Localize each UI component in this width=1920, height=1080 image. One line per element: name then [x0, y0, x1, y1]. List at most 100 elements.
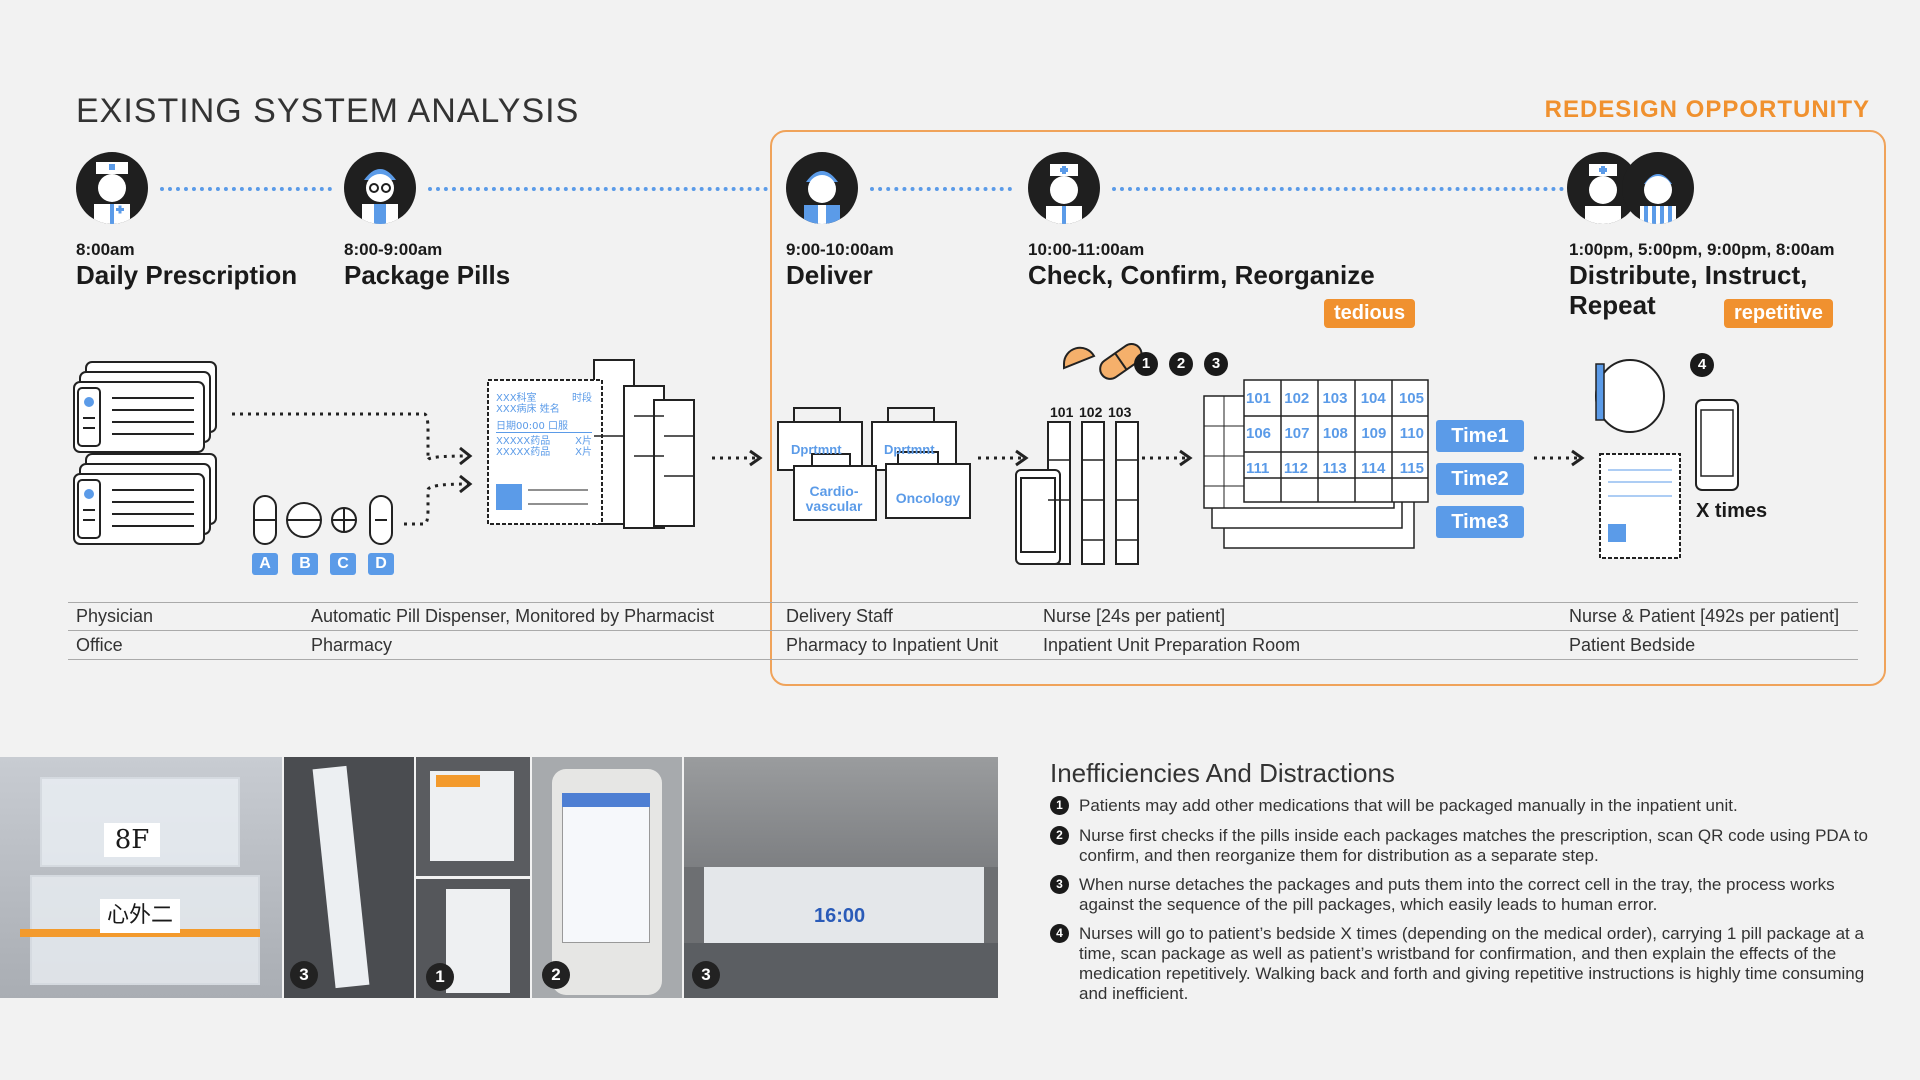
place-label: Office [76, 635, 123, 655]
flow-arrow [1142, 449, 1193, 467]
pills-illustration [253, 495, 393, 545]
tray-room: 112 [1283, 460, 1309, 477]
pda-and-strips-illustration [1015, 421, 1139, 565]
box-label: 心外二 [100, 899, 180, 933]
number-badge: 3 [1050, 875, 1069, 894]
package-date: 日期00:00 口服 [496, 421, 592, 433]
pill-letter: D [368, 553, 394, 575]
room-number: 103 [1108, 404, 1132, 420]
number-badge: 4 [1690, 353, 1714, 377]
package-time: 时段 [572, 393, 592, 404]
flow-arrow [978, 449, 1029, 467]
step-time: 8:00-9:00am [344, 240, 443, 259]
tray-room: 105 [1398, 390, 1424, 407]
step-time: 8:00am [76, 240, 135, 259]
photo-pill-package-detached: 1 [416, 879, 530, 998]
tray-room: 115 [1399, 460, 1424, 477]
package-dept: XXX科室 [496, 393, 537, 404]
number-badge: 3 [1204, 352, 1228, 376]
tray-room: 101 [1246, 390, 1272, 407]
package-qty: X片 [575, 447, 592, 458]
nurse-avatar-icon [1028, 152, 1100, 224]
step-name: Repeat [1569, 290, 1656, 320]
step-name: Distribute, Instruct, [1569, 260, 1808, 290]
box-label: 8F [104, 823, 160, 857]
patient-avatar-icon [1622, 152, 1694, 224]
inefficiency-item: 3 When nurse detaches the packages and p… [1050, 875, 1890, 915]
flow-arrows [232, 412, 473, 526]
step-name: Deliver [786, 260, 873, 290]
package-drug: XXXXX药品 [496, 447, 551, 458]
number-badge: 1 [1134, 352, 1158, 376]
place-label: Pharmacy to Inpatient Unit [786, 635, 999, 655]
room-number: 101 [1050, 404, 1074, 420]
phone-icon [1695, 399, 1739, 491]
inefficiency-text: Nurses will go to patient’s bedside X ti… [1079, 924, 1865, 1003]
role-label: Automatic Pill Dispenser, Monitored by P… [311, 606, 715, 626]
number-badge: 2 [1169, 352, 1193, 376]
timeline-connector [1112, 187, 1564, 191]
tray-room: 102 [1284, 390, 1310, 407]
role-label: Nurse [24s per patient] [1043, 606, 1226, 626]
package-drug: XXXXX药品 [496, 436, 551, 447]
bag-label: Dprtmnt [884, 442, 935, 457]
inefficiencies-title: Inefficiencies And Distractions [1050, 758, 1395, 788]
tray-time-label: 16:00 [814, 905, 866, 927]
pill-letter: C [330, 553, 356, 575]
photo-pill-strip: 3 [284, 757, 414, 998]
package-patient: XXX病床 姓名 [496, 404, 560, 415]
bag-label: Dprtmnt [791, 442, 842, 457]
repetitive-tag: repetitive [1724, 299, 1833, 328]
pill-letter: B [292, 553, 318, 575]
place-label: Pharmacy [311, 635, 393, 655]
number-badge: 4 [1050, 924, 1069, 943]
prescription-cards-illustration [73, 361, 217, 545]
package-label: XXX科室 时段 XXX病床 姓名 日期00:00 口服 XXXXX药品 X片 XX… [496, 393, 592, 458]
step-name: Check, Confirm, Reorganize [1028, 260, 1375, 290]
x-times-label: X times [1696, 500, 1768, 522]
photo-badge: 1 [426, 963, 454, 991]
role-label: Delivery Staff [786, 606, 893, 626]
photo-medication-tray: 16:00 3 [684, 757, 998, 998]
delivery-bags-illustration [777, 407, 971, 521]
tedious-tag: tedious [1324, 299, 1416, 328]
pill-package-strip [487, 359, 695, 529]
inefficiency-text: Patients may add other medications that … [1079, 796, 1738, 815]
inefficiency-item: 2 Nurse first checks if the pills inside… [1050, 826, 1890, 866]
step-name: Daily Prescription [76, 260, 298, 290]
inefficiency-item: 4 Nurses will go to patient’s bedside X … [1050, 924, 1890, 1004]
time-slot-badge: Time1 [1436, 420, 1524, 452]
flow-arrow [1534, 449, 1585, 467]
bag-label: Oncology [895, 490, 961, 506]
tray-room: 110 [1399, 425, 1424, 442]
photo-storage-boxes: 8F 心外二 [0, 757, 282, 998]
tray-room: 111 [1246, 460, 1270, 477]
timeline-connector [160, 187, 332, 191]
place-label: Patient Bedside [1569, 635, 1696, 655]
photo-pda-device: 2 [532, 757, 682, 998]
pharmacist-avatar-icon [344, 152, 416, 224]
photo-badge: 3 [290, 961, 318, 989]
medication-tray-illustration [1203, 379, 1429, 549]
tray-room: 107 [1284, 425, 1310, 442]
role-label: Nurse & Patient [492s per patient] [1569, 606, 1840, 626]
timeline-connector [870, 187, 1012, 191]
photo-badge: 2 [542, 961, 570, 989]
doctor-avatar-icon [76, 152, 148, 224]
page-title: EXISTING SYSTEM ANALYSIS [76, 92, 580, 130]
inefficiency-item: 1 Patients may add other medications tha… [1050, 796, 1890, 816]
photo-pill-package [416, 757, 530, 876]
package-qty: X片 [575, 436, 592, 447]
timeline-connector [428, 187, 768, 191]
bag-label: Cardio-vascular [805, 483, 863, 514]
inefficiency-text: When nurse detaches the packages and put… [1079, 875, 1835, 914]
time-slot-badge: Time2 [1436, 463, 1524, 495]
number-badge: 2 [1050, 826, 1069, 845]
inefficiency-text: Nurse first checks if the pills inside e… [1079, 826, 1868, 865]
tray-room: 108 [1322, 425, 1348, 442]
tray-room: 104 [1360, 390, 1386, 407]
pill-letter: A [252, 553, 278, 575]
tray-room: 113 [1322, 460, 1347, 477]
step-time: 9:00-10:00am [786, 240, 894, 259]
